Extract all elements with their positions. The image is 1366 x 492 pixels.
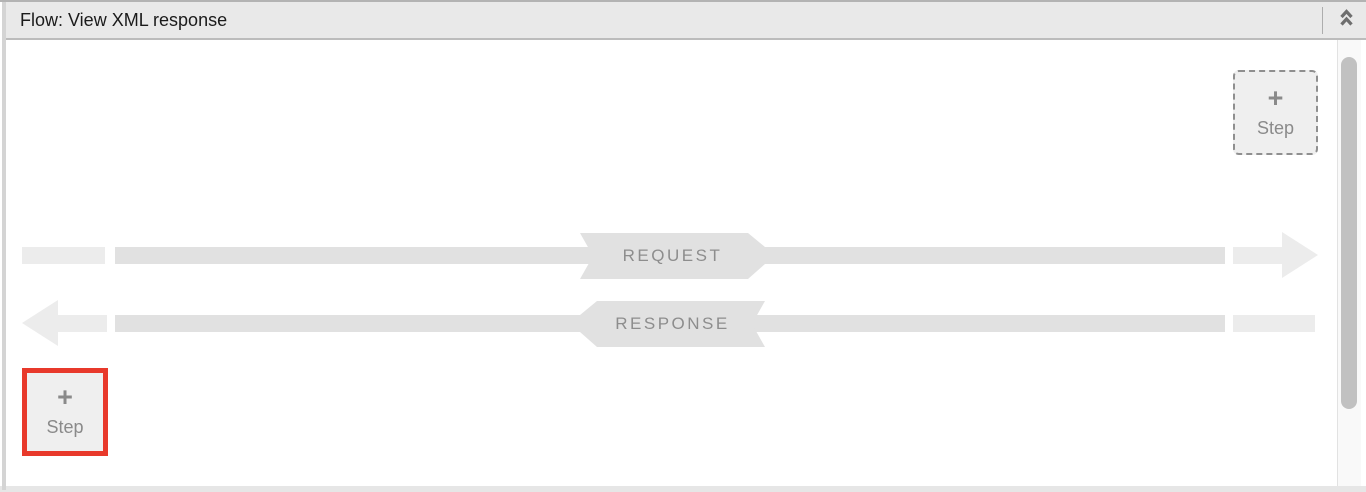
response-right-stub <box>1233 315 1315 332</box>
double-chevron-up-icon <box>1338 8 1355 33</box>
arrow-left-icon <box>22 300 58 346</box>
add-step-button-bottom[interactable]: + Step <box>27 373 103 451</box>
flow-header: Flow: View XML response <box>6 2 1366 40</box>
arrow-right-icon <box>1282 232 1318 278</box>
response-arrow-shaft <box>56 315 107 332</box>
add-step-bottom-label: Step <box>46 417 84 437</box>
request-label: REQUEST <box>622 246 723 265</box>
header-divider <box>1322 7 1323 34</box>
response-banner: RESPONSE <box>580 301 765 347</box>
request-arrow-shaft <box>1233 247 1285 264</box>
vertical-scrollbar-thumb[interactable] <box>1341 57 1357 409</box>
request-left-stub <box>22 247 105 264</box>
collapse-button[interactable] <box>1330 4 1362 37</box>
add-step-top-label: Step <box>1256 117 1295 138</box>
click-highlight: + Step <box>22 368 108 456</box>
response-label: RESPONSE <box>615 314 730 333</box>
plus-icon: + <box>1267 82 1284 113</box>
window-left-border <box>2 2 6 490</box>
window-bottom-border <box>0 486 1366 492</box>
request-banner: REQUEST <box>580 233 765 279</box>
flow-title: Flow: View XML response <box>20 10 228 30</box>
add-step-button-top[interactable]: + Step <box>1233 70 1318 155</box>
plus-icon: + <box>57 382 73 412</box>
window-top-border <box>0 0 1366 2</box>
